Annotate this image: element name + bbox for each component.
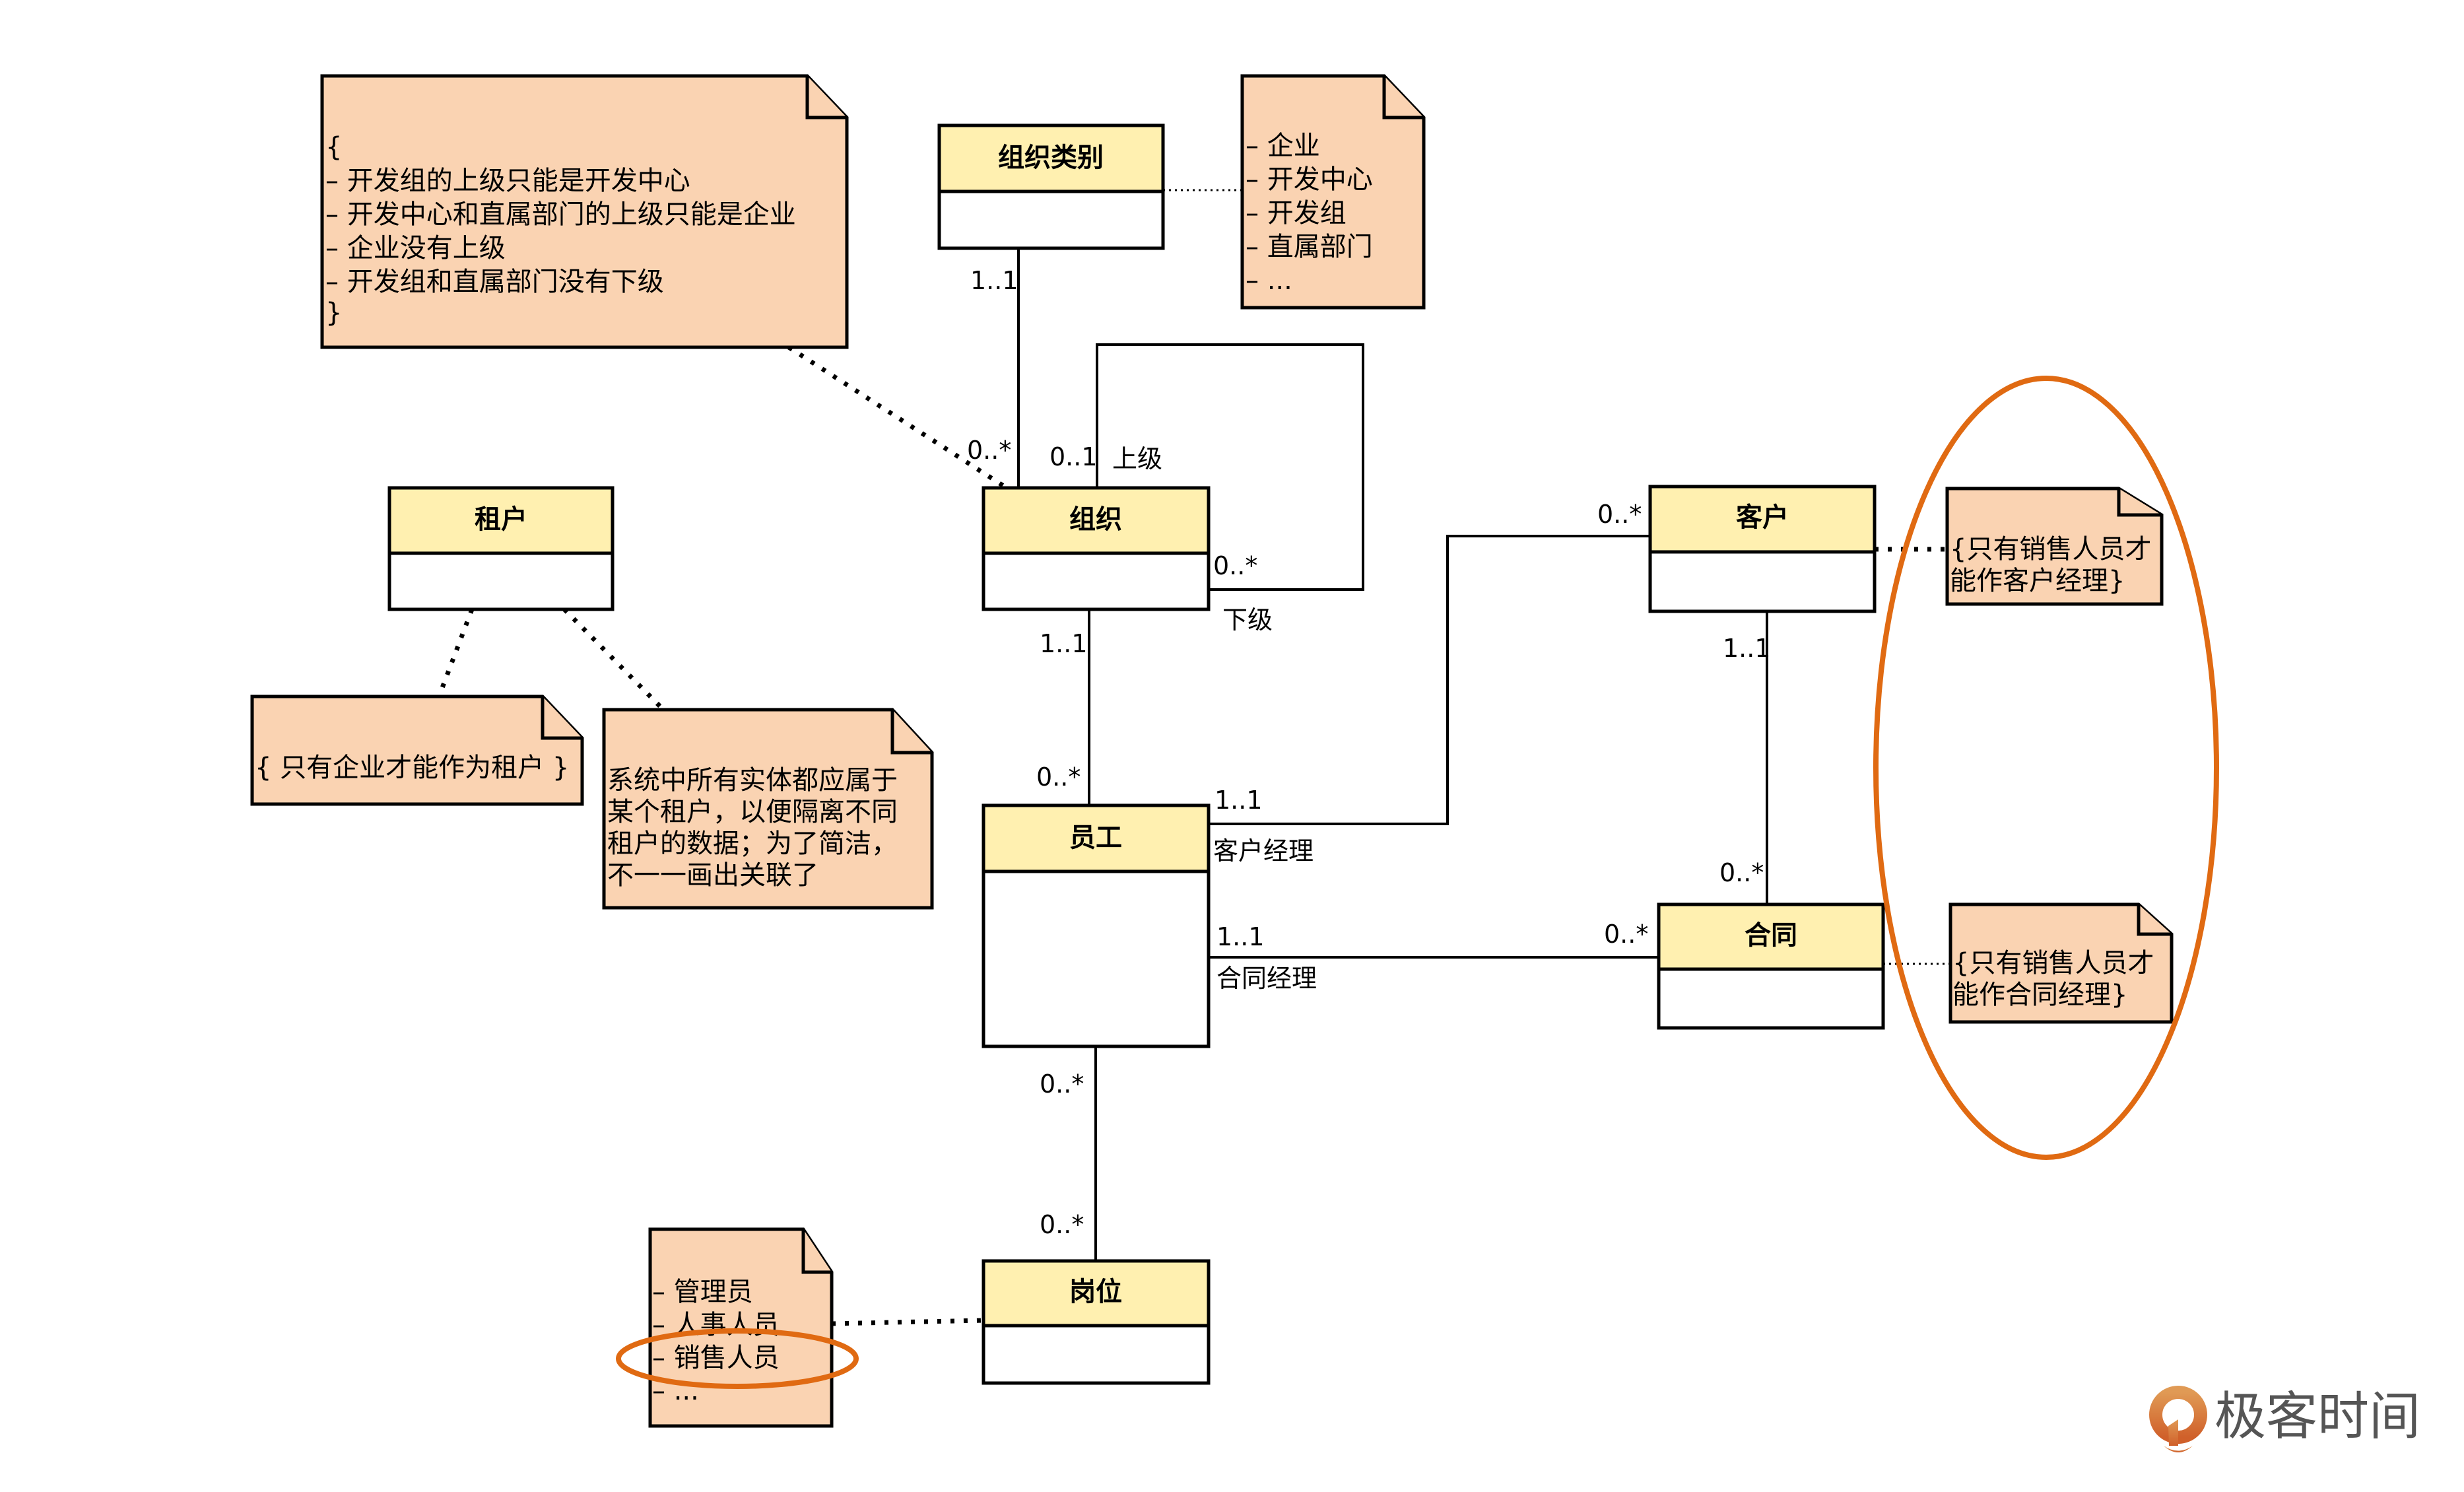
- class-name: 合同: [1745, 920, 1797, 951]
- connector-tenant-rule: [436, 608, 475, 698]
- note-lines: {只有销售人员才 能作客户经理}: [1950, 534, 2160, 596]
- mult-contract-from-cust: 0..*: [1719, 858, 1764, 887]
- class-tenant[interactable]: 租户: [387, 486, 615, 611]
- mult-org-from-type: 0..*: [967, 436, 1011, 465]
- class-name: 员工: [1069, 823, 1122, 853]
- class-employee[interactable]: 员工: [982, 803, 1211, 1048]
- mult-pos-from-emp: 0..*: [1040, 1210, 1084, 1239]
- class-name: 组织类别: [998, 143, 1104, 173]
- geektime-logo-icon: [2149, 1386, 2207, 1452]
- associations: [1017, 248, 1768, 1261]
- note-org-types: – 企业 – 开发中心 – 开发组 – 直属部门 – ...: [1240, 74, 1426, 310]
- note-tenant-rule: { 只有企业才能作为租户 }: [250, 695, 584, 806]
- note-org-constraints: { – 开发组的上级只能是开发中心 – 开发中心和直属部门的上级只能是企业 – …: [320, 74, 849, 349]
- note-contract-rule: {只有销售人员才 能作合同经理}: [1948, 902, 2174, 1024]
- mult-emp-contract: 1..1: [1216, 922, 1265, 951]
- assoc-org-self: [1096, 343, 1364, 591]
- note-lines: 系统中所有实体都应属于 某个租户，以便隔离不同 租户的数据；为了简洁， 不一一画…: [607, 765, 906, 891]
- mult-emp-cust: 1..1: [1215, 786, 1263, 815]
- connector-org-constraints: [787, 345, 1008, 490]
- mult-emp-from-org: 0..*: [1036, 763, 1081, 792]
- role-org-parent: 上级: [1112, 444, 1162, 473]
- multiplicity-labels: 1..1 0..* 0..1 上级 0..* 下级 1..1 0..* 1..1…: [967, 266, 1771, 1239]
- class-name: 组织: [1069, 504, 1122, 535]
- class-position[interactable]: 岗位: [982, 1259, 1211, 1385]
- class-name: 客户: [1736, 502, 1789, 533]
- role-emp-cust: 客户经理: [1213, 836, 1314, 865]
- mult-org-child: 0..*: [1213, 551, 1257, 580]
- note-lines: – 管理员 – 人事人员 – 销售人员 – ...: [652, 1277, 787, 1406]
- role-emp-contract: 合同经理: [1216, 964, 1317, 993]
- class-org[interactable]: 组织: [982, 486, 1211, 611]
- note-connectors: [436, 189, 1950, 1326]
- mult-cust-to-contract: 1..1: [1723, 634, 1771, 663]
- note-lines: {只有销售人员才 能作合同经理}: [1952, 948, 2162, 1010]
- class-name: 租户: [475, 504, 527, 535]
- note-lines: { – 开发组的上级只能是开发中心 – 开发中心和直属部门的上级只能是企业 – …: [325, 132, 804, 328]
- highlight-ellipse-sales: [616, 1328, 859, 1389]
- note-positions: – 管理员 – 人事人员 – 销售人员 – ...: [648, 1227, 834, 1428]
- mult-cust-from-emp: 0..*: [1597, 500, 1642, 529]
- highlight-ellipse-rules: [1873, 376, 2219, 1160]
- geektime-logo: 极客时间: [2149, 1386, 2420, 1452]
- class-customer[interactable]: 客户: [1648, 485, 1877, 613]
- class-name: 岗位: [1069, 1277, 1122, 1307]
- mult-contract-from-emp: 0..*: [1604, 920, 1648, 949]
- note-tenant-desc: 系统中所有实体都应属于 某个租户，以便隔离不同 租户的数据；为了简洁， 不一一画…: [602, 708, 934, 910]
- note-lines: { 只有企业才能作为租户 }: [255, 753, 569, 783]
- assoc-employee-customer: [1209, 535, 1650, 825]
- mult-emp-to-pos: 0..*: [1040, 1069, 1084, 1099]
- connector-tenant-desc: [562, 607, 665, 712]
- mult-org-to-emp: 1..1: [1040, 629, 1088, 658]
- role-org-child: 下级: [1222, 605, 1273, 634]
- note-customer-rule: {只有销售人员才 能作客户经理}: [1945, 487, 2164, 606]
- mult-org-parent: 0..1: [1049, 442, 1098, 471]
- logo-text: 极客时间: [2214, 1387, 2420, 1446]
- class-contract[interactable]: 合同: [1657, 902, 1885, 1030]
- mult-orgtype-end: 1..1: [970, 266, 1018, 295]
- connector-positions: [831, 1318, 984, 1326]
- class-org-type[interactable]: 组织类别: [937, 123, 1165, 250]
- note-lines: – 企业 – 开发中心 – 开发组 – 直属部门 – ...: [1246, 131, 1381, 296]
